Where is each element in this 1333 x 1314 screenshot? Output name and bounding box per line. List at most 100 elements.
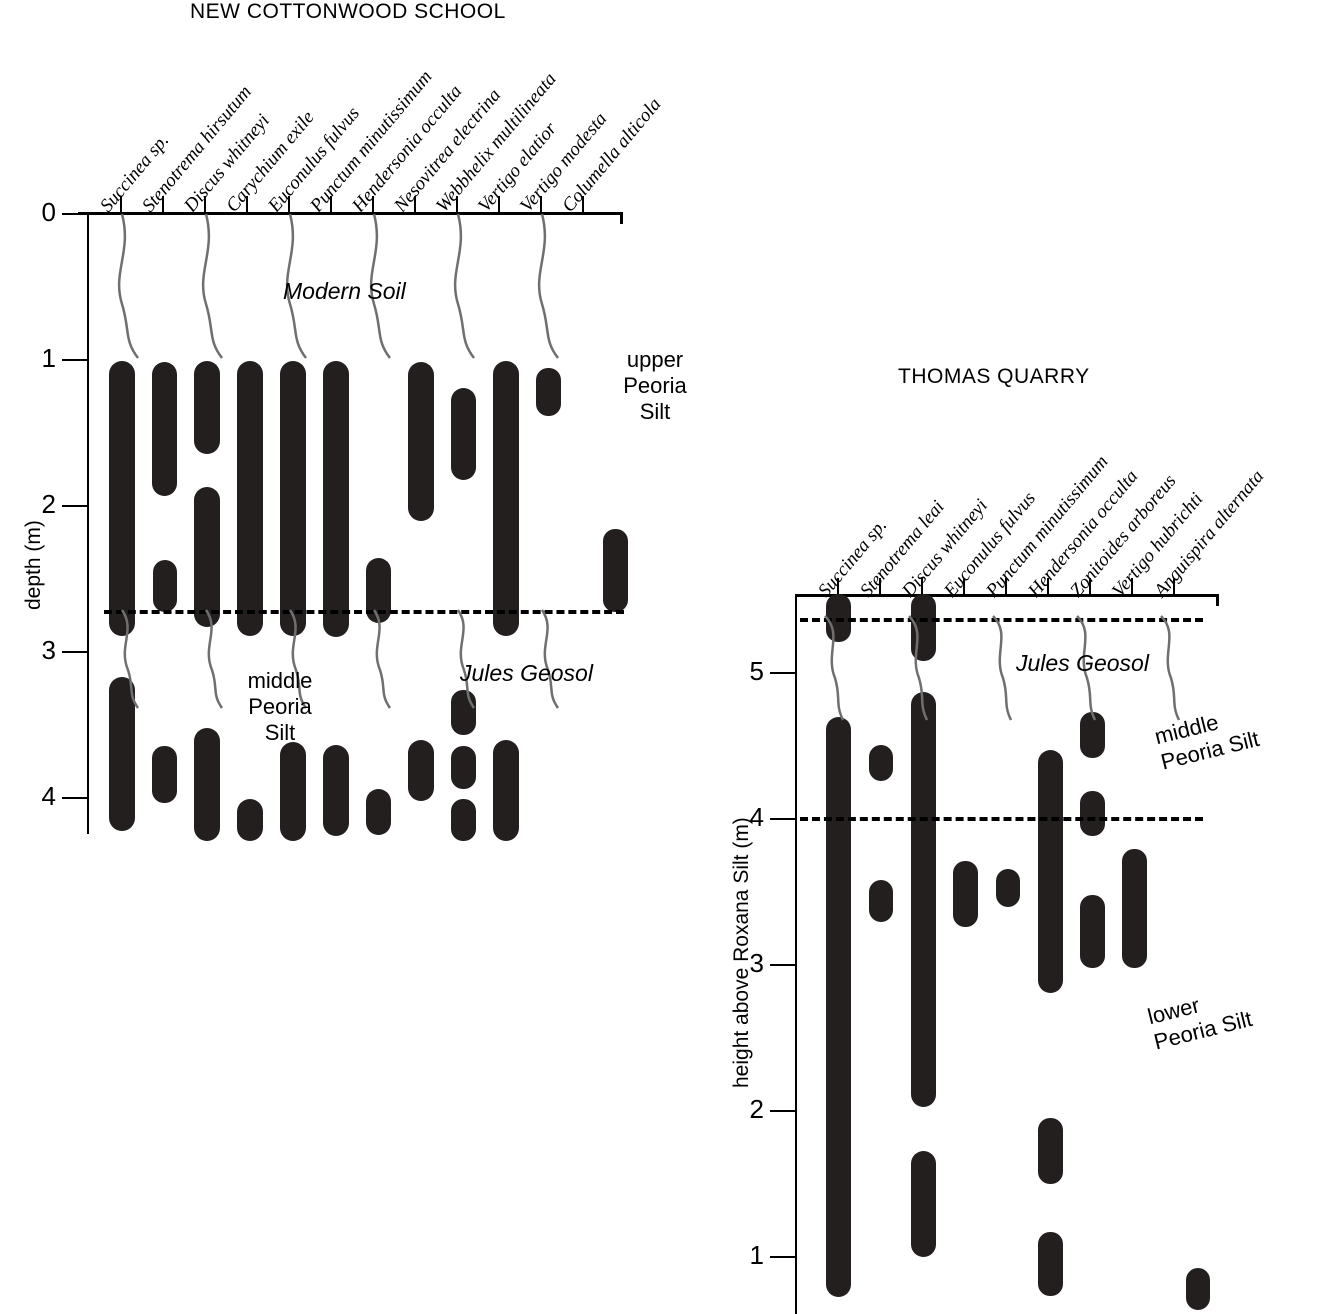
left-x-tick-4: [246, 196, 248, 213]
left-top-axis: [78, 212, 622, 215]
right-jules-geosol-squiggles: [824, 615, 1181, 721]
left-x-tick-7: [372, 196, 374, 213]
left-anno-modern-soil: Modern Soil: [283, 278, 406, 304]
left-bar-vertigo-modesta: [536, 368, 561, 416]
left-bar-carychium-a: [237, 361, 263, 636]
right-y-tick-3: [770, 964, 796, 966]
right-bar-discus-b: [911, 692, 936, 1107]
right-chart-title: THOMAS QUARRY: [898, 365, 1090, 388]
right-y-label-3: 3: [749, 948, 764, 978]
left-x-tick-12: [582, 196, 584, 213]
left-anno-jules-geosol: Jules Geosol: [460, 660, 593, 686]
left-bar-webbhelix-b: [451, 690, 476, 735]
left-chart-title: NEW COTTONWOOD SCHOOL: [190, 0, 506, 23]
right-bar-zonitoides-b: [1080, 791, 1105, 836]
right-x-tick-1: [837, 578, 839, 595]
left-x-tick-10: [498, 196, 500, 213]
right-bar-zonitoides-a: [1080, 712, 1105, 758]
right-y-label-1: 1: [749, 1240, 764, 1270]
right-top-axis: [795, 594, 1219, 597]
left-modern-soil-squiggles: [117, 213, 559, 359]
right-bar-euconulus: [953, 861, 978, 927]
right-bar-hendersonia-a: [1038, 750, 1063, 993]
right-y-tick-5: [770, 672, 796, 674]
right-top-axis-right-cap: [1216, 594, 1219, 606]
right-x-tick-3: [921, 578, 923, 595]
right-jules-geosol-boundary: [800, 618, 1203, 622]
left-x-tick-5: [288, 196, 290, 213]
left-top-axis-right-cap: [620, 212, 623, 224]
right-bar-zonitoides-c: [1080, 895, 1105, 968]
left-bar-stenotrema-b: [153, 560, 177, 612]
left-bar-euconulus-b: [280, 742, 306, 841]
right-bar-vertigo-hubrichti: [1122, 849, 1147, 968]
left-bar-succinea-c: [109, 677, 135, 831]
left-x-tick-2: [162, 196, 164, 213]
left-x-tick-6: [330, 196, 332, 213]
left-bar-nesovitrea-b: [408, 740, 434, 801]
right-x-tick-6: [1047, 578, 1049, 595]
right-y-axis: [795, 594, 797, 1314]
right-y-tick-1: [770, 1256, 796, 1258]
left-bar-webbhelix-a: [451, 388, 476, 480]
right-x-tick-8: [1131, 578, 1133, 595]
left-bar-carychium-b: [237, 799, 263, 841]
right-x-tick-7: [1089, 578, 1091, 595]
left-bar-discus-c: [194, 728, 220, 841]
left-x-tick-1: [120, 196, 122, 213]
left-bar-discus-a: [194, 361, 220, 454]
right-x-tick-5: [1005, 578, 1007, 595]
left-y-axis: [87, 212, 89, 834]
right-y-tick-2: [770, 1110, 796, 1112]
right-y-axis-caption: height above Roxana Silt (m): [730, 817, 753, 1088]
left-bar-vertigo-elatior-b: [493, 740, 519, 841]
left-y-tick-2: [62, 505, 88, 507]
left-bar-webbhelix-d: [451, 799, 476, 841]
right-x-tick-4: [963, 578, 965, 595]
left-bar-nesovitrea-a: [408, 362, 434, 521]
left-bar-stenotrema-a: [152, 362, 177, 496]
left-x-tick-9: [456, 196, 458, 213]
right-y-label-2: 2: [749, 1094, 764, 1124]
left-y-label-4: 4: [41, 781, 56, 811]
right-bar-stenotrema-a: [869, 745, 893, 781]
right-y-tick-4: [770, 818, 796, 820]
left-bar-stenotrema-c: [152, 746, 177, 803]
left-anno-upper-peoria-silt: upper Peoria Silt: [623, 347, 687, 424]
left-bar-punctum-b: [323, 745, 349, 836]
left-anno-middle-peoria-silt: middle Peoria Silt: [247, 668, 313, 745]
left-y-label-3: 3: [41, 635, 56, 665]
left-bar-discus-b: [194, 487, 220, 627]
left-bar-webbhelix-c: [451, 746, 476, 789]
left-y-tick-1: [62, 359, 88, 361]
left-bar-punctum-a: [323, 361, 349, 637]
left-bar-euconulus-a: [280, 361, 306, 636]
left-y-label-1: 1: [41, 343, 56, 373]
right-anno-jules-geosol: Jules Geosol: [1016, 650, 1149, 676]
right-bar-punctum: [996, 869, 1020, 907]
right-middle-lower-boundary: [800, 817, 1203, 821]
right-bar-stenotrema-b: [869, 880, 893, 922]
left-bar-hendersonia-b: [366, 789, 391, 835]
right-x-tick-9: [1173, 578, 1175, 595]
right-bar-hendersonia-b: [1038, 1118, 1063, 1184]
left-x-tick-11: [540, 196, 542, 213]
left-y-axis-caption: depth (m): [22, 520, 45, 610]
left-bar-vertigo-elatior-a: [493, 361, 519, 636]
left-bar-columella: [603, 529, 628, 612]
left-y-label-2: 2: [41, 489, 56, 519]
right-x-tick-2: [879, 578, 881, 595]
left-jules-geosol-boundary: [104, 610, 624, 614]
left-y-tick-4: [62, 797, 88, 799]
right-bar-anguispira: [1186, 1268, 1210, 1310]
left-x-tick-8: [414, 196, 416, 213]
right-y-label-5: 5: [749, 656, 764, 686]
left-y-tick-0: [62, 213, 88, 215]
right-bar-discus-c: [911, 1151, 936, 1257]
right-y-label-4: 4: [749, 802, 764, 832]
left-y-label-0: 0: [41, 197, 56, 227]
right-bar-hendersonia-c: [1038, 1232, 1063, 1296]
right-bar-succinea-b: [826, 717, 851, 1297]
left-y-tick-3: [62, 651, 88, 653]
left-x-tick-3: [204, 196, 206, 213]
